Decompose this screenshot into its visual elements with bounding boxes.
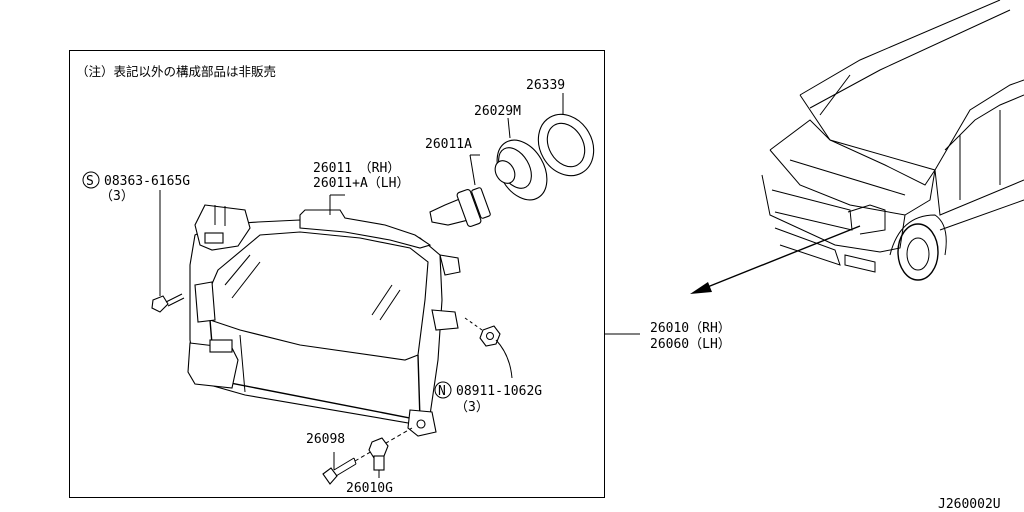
seal-ring-drawing	[537, 93, 595, 177]
pointer-arrow-line	[699, 225, 861, 291]
clip-drawing	[368, 437, 389, 478]
bulb-part-number: 26011A	[425, 137, 472, 152]
unit-rh-label: 26011 （RH）	[313, 161, 400, 176]
bulb-drawing	[429, 154, 491, 228]
bolt-drawing	[322, 427, 413, 485]
screw-drawing	[151, 190, 185, 313]
circle-n-symbol: N	[434, 381, 452, 399]
svg-text:N: N	[438, 384, 446, 399]
assy-lh-part-number: 26060（LH）	[650, 337, 731, 352]
nut-part-number: 08911-1062G	[456, 384, 542, 399]
screw-part-number: 08363-6165G	[104, 174, 190, 189]
screw-quantity: （3）	[100, 189, 134, 204]
nut-drawing	[464, 317, 513, 379]
assy-rh-part-number: 26010（RH）	[650, 321, 731, 336]
vehicle-drawing	[690, 0, 1024, 294]
svg-text:S: S	[86, 174, 94, 189]
headlamp-assembly-drawing	[187, 194, 461, 437]
nut-quantity: （3）	[455, 400, 489, 415]
clip-part-number: 26010G	[346, 481, 393, 496]
unit-lh-label: 26011+A（LH）	[313, 176, 409, 191]
diagram-id: J260002U	[938, 497, 1001, 512]
bolt-part-number: 26098	[306, 432, 345, 447]
socket-drawing	[494, 117, 548, 201]
socket-part-number: 26029M	[474, 104, 521, 119]
pointer-arrow-head	[690, 282, 712, 294]
note-text: （注）表記以外の構成部品は非販売	[76, 64, 276, 79]
circle-s-symbol: S	[82, 171, 100, 189]
seal-part-number: 26339	[526, 78, 565, 93]
diagram-frame	[69, 50, 605, 498]
